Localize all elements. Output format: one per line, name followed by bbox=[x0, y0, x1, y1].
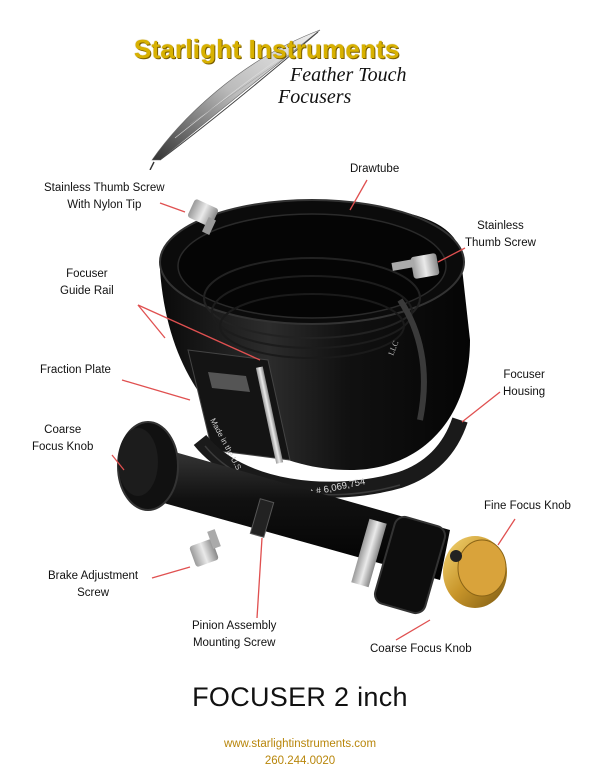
brand-name: Starlight Instruments bbox=[134, 34, 400, 64]
product-line-1: Feather Touch bbox=[290, 64, 407, 86]
phone-number: 260.244.0020 bbox=[264, 755, 336, 767]
label-brake-adjustment-screw-line-2: Screw bbox=[77, 587, 110, 599]
product-line-2: Focusers bbox=[278, 86, 352, 108]
label-pinion-assembly: Pinion Assembly Mounting Screw bbox=[192, 618, 276, 652]
label-brake-adjustment-screw-line-1: Brake Adjustment bbox=[48, 570, 139, 582]
logo: Starlight Instruments Feather Touch Focu… bbox=[120, 20, 490, 170]
thumb-screw-side bbox=[391, 253, 440, 279]
label-fine-focus-knob: Fine Focus Knob bbox=[484, 500, 571, 512]
label-thumb-screw-nylon-tip: Stainless Thumb Screw With Nylon Tip bbox=[44, 180, 165, 214]
coarse-focus-knob-left bbox=[117, 421, 179, 511]
feather-quill-icon bbox=[149, 29, 321, 170]
fine-focus-knob bbox=[443, 536, 507, 608]
label-focuser-housing-line-1: Focuser bbox=[503, 369, 545, 381]
label-stainless-thumb-screw-line-2: Thumb Screw bbox=[465, 237, 536, 249]
thumb-screw-nylon bbox=[187, 199, 219, 235]
label-focuser-housing-line-2: Housing bbox=[503, 386, 546, 398]
label-focuser-housing: Focuser Housing bbox=[503, 367, 545, 401]
coarse-focus-knob-right bbox=[351, 515, 447, 615]
label-drawtube: Drawtube bbox=[350, 163, 400, 175]
label-thumb-screw-nylon-tip-line-2: With Nylon Tip bbox=[67, 199, 142, 211]
label-coarse-focus-knob-left-line-2: Focus Knob bbox=[32, 441, 94, 453]
label-stainless-thumb-screw: Stainless Thumb Screw bbox=[465, 218, 536, 252]
guide-rail bbox=[255, 366, 284, 464]
page-title: FOCUSER 2 inch bbox=[192, 682, 408, 712]
label-stainless-thumb-screw-line-1: Stainless bbox=[477, 220, 524, 232]
label-guide-rail: Focuser Guide Rail bbox=[60, 266, 114, 300]
label-thumb-screw-nylon-tip-line-1: Stainless Thumb Screw bbox=[44, 182, 165, 194]
label-coarse-focus-knob-left: Coarse Focus Knob bbox=[32, 422, 93, 456]
label-guide-rail-line-2: Guide Rail bbox=[60, 285, 114, 297]
label-coarse-focus-knob-right: Coarse Focus Knob bbox=[370, 643, 472, 655]
label-fraction-plate: Fraction Plate bbox=[40, 364, 111, 376]
label-coarse-focus-knob-left-line-1: Coarse bbox=[44, 424, 82, 436]
label-pinion-assembly-line-1: Pinion Assembly bbox=[192, 620, 277, 632]
label-brake-adjustment-screw: Brake Adjustment Screw bbox=[48, 568, 138, 602]
label-pinion-assembly-line-2: Mounting Screw bbox=[192, 637, 276, 649]
brake-screw bbox=[189, 529, 221, 567]
label-guide-rail-line-1: Focuser bbox=[66, 268, 108, 280]
website-link[interactable]: www.starlightinstruments.com bbox=[223, 738, 377, 750]
